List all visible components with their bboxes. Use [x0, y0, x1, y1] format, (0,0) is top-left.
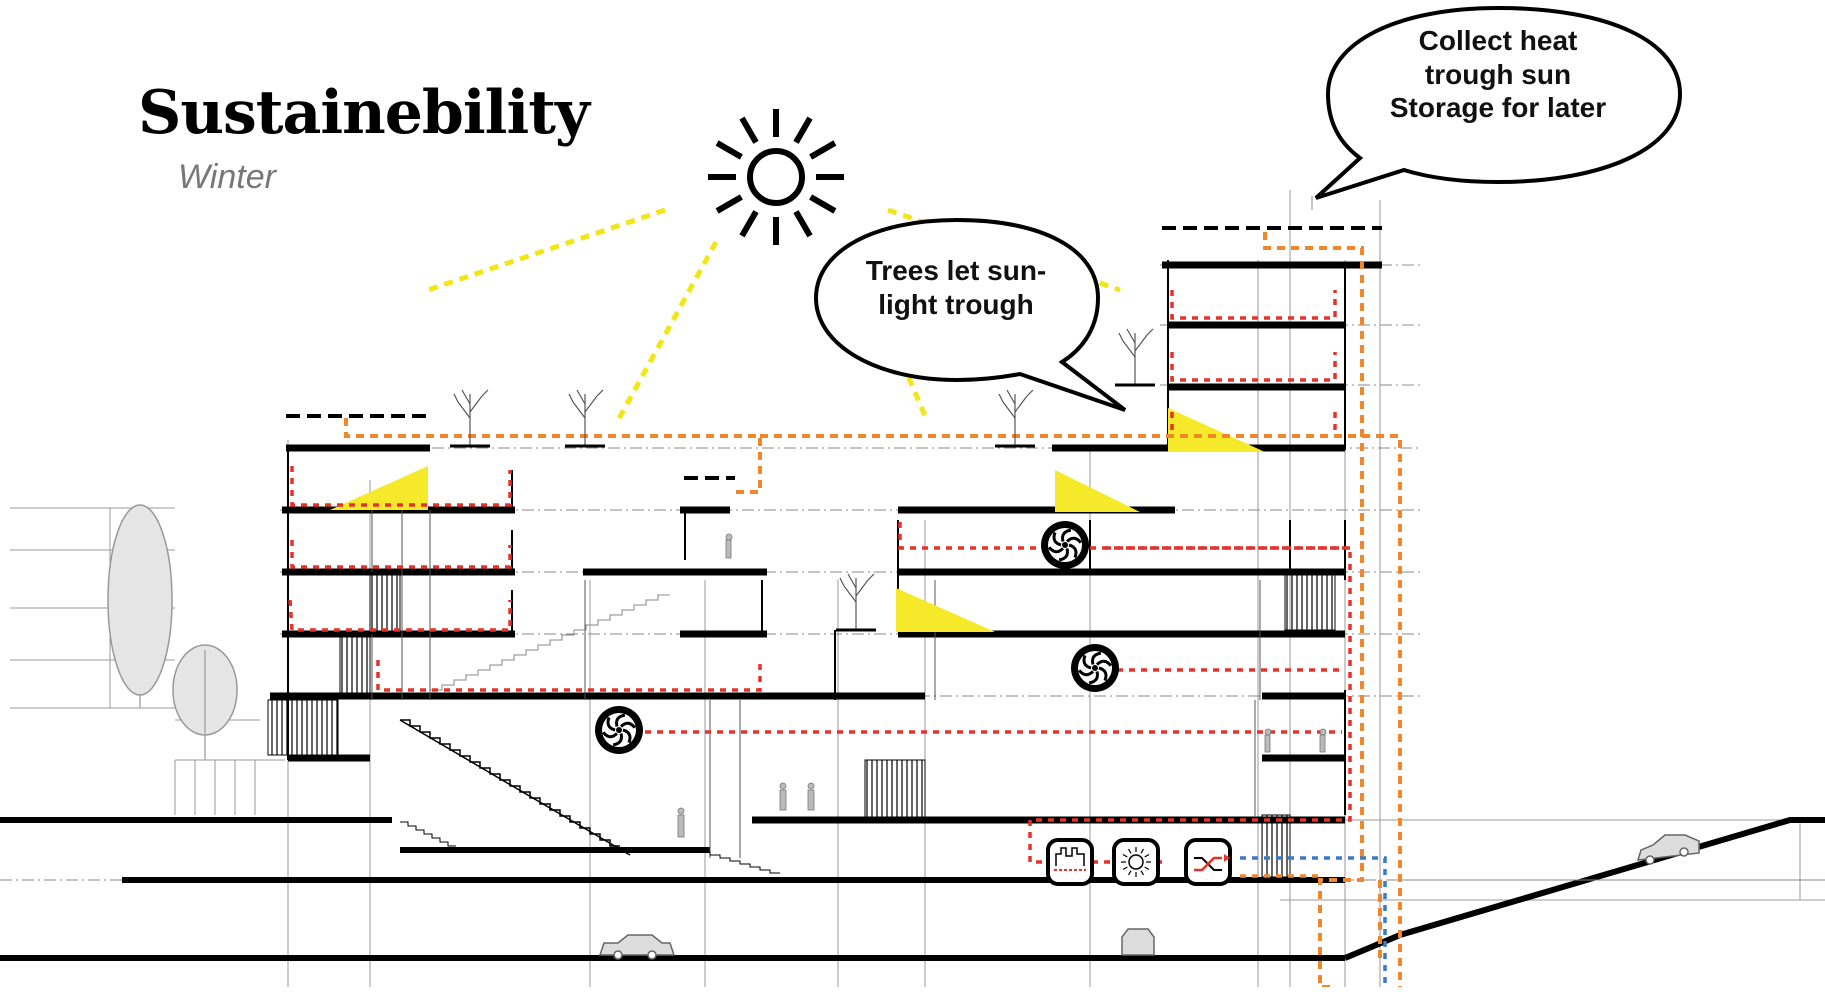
car-icon: [1636, 834, 1700, 865]
callout-heat-line-1: Collect heat: [1418, 25, 1578, 56]
sun-ray: [739, 116, 759, 144]
fan-icon: [1071, 644, 1119, 692]
callout-trees-line-2: light trough: [878, 288, 1034, 320]
rooftop-trees: [450, 328, 1155, 632]
sunlight-patches: [330, 408, 1265, 632]
heat-supply-line: [344, 232, 1402, 989]
sun-ray: [793, 116, 813, 144]
page-title: Sustainebility: [138, 78, 590, 148]
page-subtitle: Winter: [178, 158, 276, 196]
sun-ray: [809, 194, 837, 214]
fan-icon: [1041, 521, 1089, 569]
car-icon: [598, 934, 676, 960]
callout-trees-text: Trees let sun- light trough: [834, 254, 1078, 321]
sun-ray: [739, 210, 759, 238]
fans: [595, 521, 1119, 754]
low-staircase: [400, 821, 780, 874]
roof-dashes: [286, 226, 1382, 480]
ground-lines: [0, 817, 1825, 961]
fan-icon: [595, 706, 643, 754]
callout-bubble-trees: [813, 217, 1127, 412]
heat-exchanger-icon: [1184, 838, 1232, 886]
thin-columns: [371, 510, 1261, 858]
tree-icon: [836, 573, 876, 632]
callout-trees-line-1: Trees let sun-: [865, 255, 1047, 286]
upper-staircase: [430, 594, 670, 691]
stair-hatches: [267, 571, 1336, 878]
tree-icon: [1115, 328, 1155, 387]
sun-ray: [809, 140, 837, 160]
solar-collector-icon: [1112, 838, 1160, 886]
people: [677, 533, 1327, 838]
car-icon: [1121, 928, 1155, 956]
heat-distribution-lines: [288, 290, 1352, 864]
background-lines: [287, 190, 1825, 987]
main-staircase: [399, 719, 631, 856]
callout-bubble-heat: [1314, 5, 1683, 200]
sun-disc: [747, 148, 805, 206]
tree-left-large: [107, 504, 238, 760]
tree-icon: [995, 389, 1035, 448]
sun-icon: [708, 109, 844, 245]
sun-ray: [793, 210, 813, 238]
callout-heat-line-3: Storage for later: [1389, 92, 1607, 124]
tree-icon: [450, 389, 490, 448]
callout-heat-line-2: trough sun: [1424, 58, 1572, 90]
radiator-icon: [1046, 838, 1094, 886]
tree-icon: [565, 389, 605, 448]
callout-heat-text: Collect heat trough sun Storage for late…: [1346, 24, 1650, 125]
sun-ray: [715, 140, 743, 160]
cold-return-line: [1240, 856, 1387, 987]
sun-ray: [715, 194, 743, 214]
floor-slabs: [270, 261, 1382, 853]
